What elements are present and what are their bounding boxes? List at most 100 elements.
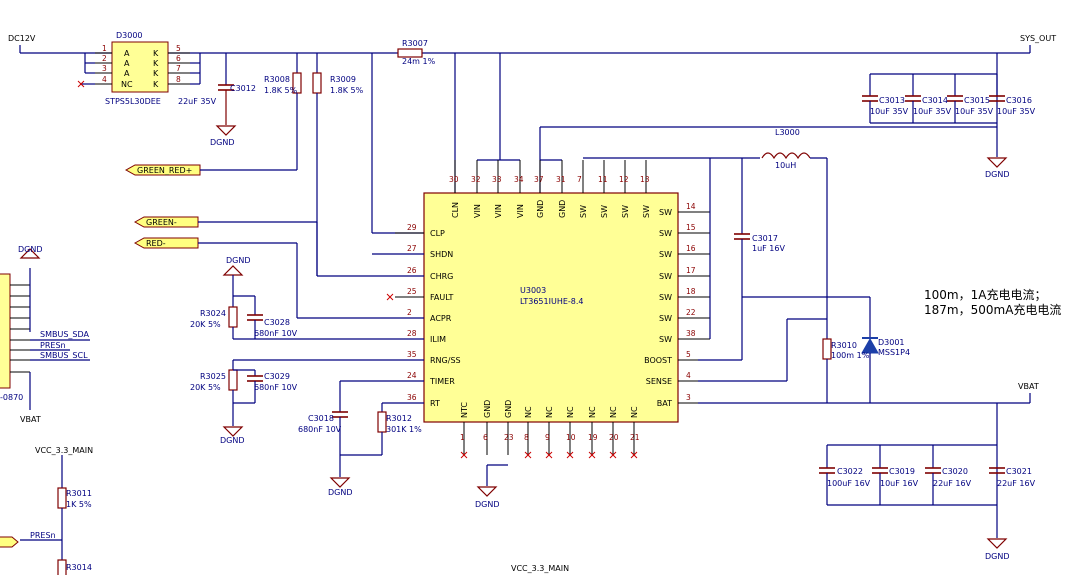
ic-pin-name: SHDN [430,250,453,259]
ic-pin-name: SW [659,293,672,302]
d3000-pin-num: 2 [102,54,107,63]
d3001-val: MSS1P4 [878,348,910,357]
d3000-pin-name: K [153,69,159,78]
ic-pin-name: SW [659,314,672,323]
r3014-ref: R3014 [66,563,92,572]
ic-pin-number: 5 [686,350,691,359]
ic-ref: U3003 [520,286,546,295]
sw-node-wires [583,152,1031,404]
note-box [918,284,1066,319]
ic-pin-number: 10 [566,433,576,442]
ic-pin-name: FAULT [430,293,454,302]
ic-pin-name: VIN [473,204,482,218]
ic-pin-number: 20 [609,433,619,442]
ic-pin-number: 14 [686,202,696,211]
c3013-ref: C3013 [879,96,905,105]
c3028-ref: C3028 [264,318,290,327]
ic-pin-number: 12 [619,175,629,184]
ic-pin-name: BAT [657,399,672,408]
ic-pin-name: SW [642,205,651,218]
note-line1: 100m，1A充电电流； [924,287,1046,302]
net-label-presn: PRESn [40,341,66,350]
no-connect-marker [588,451,596,459]
c3019-val: 10uF 16V [880,479,919,488]
gnd-label: DGND [226,256,251,265]
gnd-label: DGND [985,170,1010,179]
ic-pin-name: VIN [494,204,503,218]
d3000-pin-name: K [153,59,159,68]
ic-pin-name: NC [588,406,597,418]
ic-pin-number: 18 [686,287,696,296]
net-label-sys-out: SYS_OUT [1020,34,1056,43]
ic-pin-name: GND [536,200,545,218]
ic-part: LT3651IUHE-8.4 [520,297,584,306]
ic-pin-number: 6 [483,433,488,442]
c3028-val: 680nF 10V [254,329,298,338]
d3000-pin-num: 1 [102,44,107,53]
left-wires [198,221,424,319]
c3022-val: 100uF 16V [827,479,871,488]
d3000-pin-name: A [124,59,130,68]
rngss-network [223,359,424,437]
resistor-r3008 [292,53,302,170]
r3025-val: 20K 5% [190,383,221,392]
timer-rt-network [330,380,424,488]
c3021-val: 22uF 16V [997,479,1036,488]
c3019-ref: C3019 [889,467,915,476]
l3000-val: 10uH [775,161,796,170]
c3014-val: 10uF 35V [913,107,952,116]
ic-pin-name: SW [659,208,672,217]
ic-pin-number: 11 [598,175,608,184]
d3000-pin-num: 5 [176,44,181,53]
ic-pin-number: 3 [686,393,691,402]
ic-pin-number: 29 [407,223,417,232]
ic-pin-name: BOOST [644,356,672,365]
ic-pin-number: 33 [492,175,502,184]
r3012-val: 301K 1% [386,425,422,434]
ic-bottom-gnd [477,464,508,497]
net-label-smbus-sda: SMBUS_SDA [40,330,90,339]
no-connect-marker [460,451,468,459]
c3029-val: 680nF 10V [254,383,298,392]
c3021-ref: C3021 [1006,467,1032,476]
note-line2: 187m，500mA充电电流 [924,302,1061,317]
r3024-val: 20K 5% [190,320,221,329]
c3012-val: 22uF 35V [178,97,217,106]
c3015-val: 10uF 35V [955,107,994,116]
no-connect-marker [609,451,617,459]
d3000-pin-num: 8 [176,75,181,84]
gnd-label: DGND [18,245,43,254]
d3000-pin-name: A [124,49,130,58]
d3000-pin-name: K [153,49,159,58]
ic-pin-number: 31 [556,175,566,184]
net-label-vbat: VBAT [1018,382,1039,391]
ic-pin-number: 15 [686,223,696,232]
ic-pin-name: ILIM [430,335,446,344]
ic-pin-name: SENSE [646,377,672,386]
r3009-ref: R3009 [330,75,356,84]
c3018-val: 680nF 10V [298,425,342,434]
l3000-ref: L3000 [775,128,800,137]
diode-d3000 [80,41,201,93]
r3011-ref: R3011 [66,489,92,498]
d3000-part: STPS5L30DEE [105,97,161,106]
ic-pin-number: 27 [407,244,417,253]
c3020-ref: C3020 [942,467,968,476]
d3001-ref: D3001 [878,338,905,347]
r3008-ref: R3008 [264,75,290,84]
vcc33-network [0,455,67,575]
ic-pin-number: 21 [630,433,640,442]
d3000-pin-name: NC [121,80,133,89]
ic-pin-name: GND [504,400,513,418]
d3000-ref: D3000 [116,31,143,40]
ic-pin-name: CLN [451,202,460,218]
net-label-smbus-scl: SMBUS_SCL [40,351,88,360]
gnd-label: DGND [475,500,500,509]
connector-partial-label: -0870 [0,393,23,402]
c3016-ref: C3016 [1006,96,1032,105]
ic-pin-number: 17 [686,266,696,275]
gnd-label: DGND [328,488,353,497]
net-label-dc12v: DC12V [8,34,36,43]
dc12v-rail [19,45,1031,54]
